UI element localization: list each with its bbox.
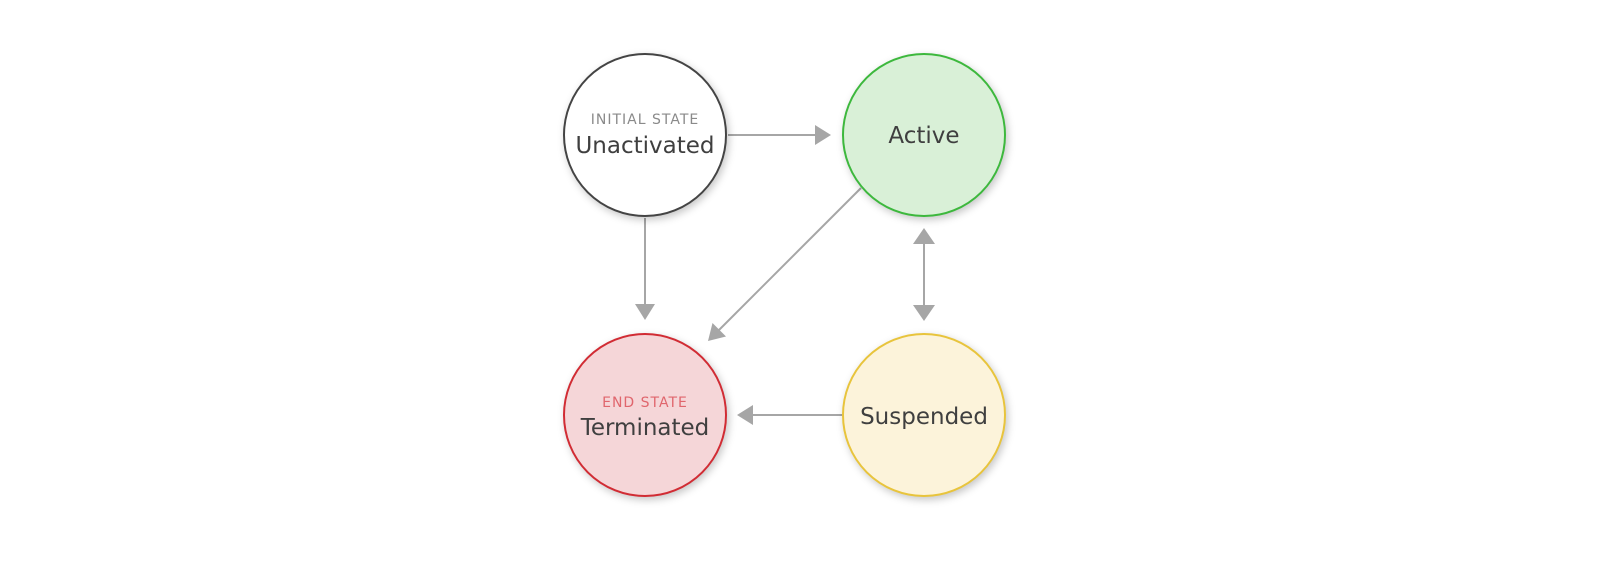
node-unactivated: INITIAL STATE Unactivated	[563, 53, 727, 217]
edges	[635, 125, 935, 425]
node-subtitle-initial: INITIAL STATE	[591, 112, 699, 128]
arrowhead-icon	[635, 304, 655, 320]
node-label-active: Active	[888, 123, 959, 149]
edge-unactivated-to-active	[728, 125, 831, 145]
arrowhead-icon	[737, 405, 753, 425]
arrowhead-up-icon	[913, 228, 935, 244]
node-label-unactivated: Unactivated	[575, 133, 714, 159]
node-circle-terminated	[563, 333, 727, 497]
arrowhead-icon	[708, 323, 726, 341]
edge-unactivated-to-terminated	[635, 218, 655, 320]
node-terminated: END STATE Terminated	[563, 333, 727, 497]
node-suspended: Suspended	[842, 333, 1006, 497]
node-active: Active	[842, 53, 1006, 217]
edge-active-suspended-bidirectional	[913, 228, 935, 321]
node-label-terminated: Terminated	[580, 415, 710, 441]
arrowhead-down-icon	[913, 305, 935, 321]
node-circle-active	[842, 53, 1006, 217]
node-subtitle-end: END STATE	[602, 395, 688, 411]
node-label-suspended: Suspended	[860, 404, 988, 430]
edge-active-to-terminated	[708, 187, 862, 341]
edge-suspended-to-terminated	[737, 405, 842, 425]
arrowhead-icon	[815, 125, 831, 145]
node-circle-unactivated	[563, 53, 727, 217]
node-circle-suspended	[842, 333, 1006, 497]
